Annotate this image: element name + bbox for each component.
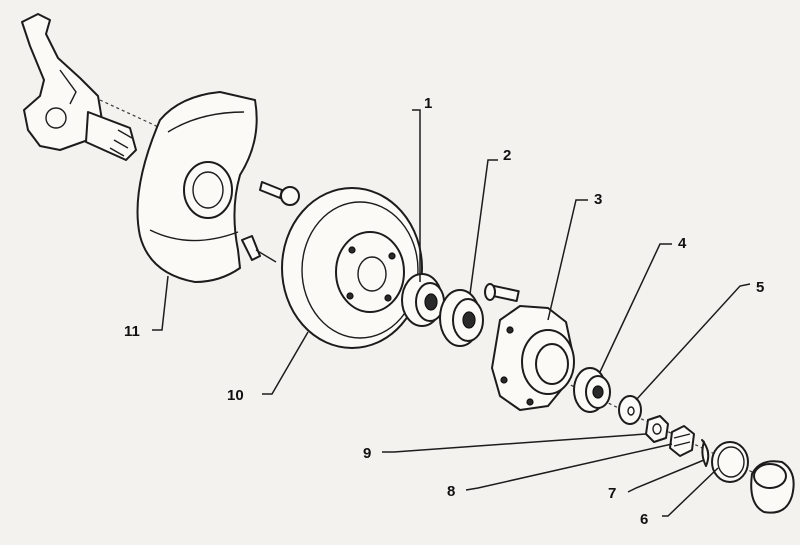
leader-9 [382,433,647,453]
leader-8 [465,443,673,491]
nut-lock [669,425,695,457]
cotter-pin [701,439,710,467]
grease-cap [750,460,795,514]
wheel-hub [491,305,575,411]
inner-bearing [401,273,445,327]
leader-2 [469,159,498,295]
leader-11 [152,275,169,331]
callout-4: 4 [678,235,687,252]
splash-shield [136,91,258,283]
leader-1 [412,109,421,282]
callout-6: 6 [640,511,648,528]
callout-7: 7 [608,485,616,502]
callout-1: 1 [424,95,432,112]
hub-bearing [573,367,611,413]
leader-10 [262,331,309,395]
leader-4 [599,243,672,373]
callout-8: 8 [447,483,455,500]
leader-3 [547,199,588,321]
shield-bolts [241,181,300,263]
callout-10: 10 [227,387,244,404]
steering-knuckle [21,13,137,161]
wheel-stud [484,283,520,303]
leader-7 [627,459,705,493]
seal-ring [711,441,749,483]
brake-disc [281,187,423,349]
thrust-washer [618,395,642,425]
callout-11: 11 [124,323,140,340]
hub-nut [645,415,669,443]
callout-5: 5 [756,279,764,296]
leader-5 [635,283,751,401]
leader-6 [662,467,719,517]
callout-labels: 1 2 3 4 5 6 7 8 9 10 11 [124,95,764,528]
leader-lines [152,109,751,517]
callout-2: 2 [503,147,511,164]
callout-3: 3 [594,191,602,208]
callout-9: 9 [363,445,371,462]
outer-bearing [439,289,484,347]
